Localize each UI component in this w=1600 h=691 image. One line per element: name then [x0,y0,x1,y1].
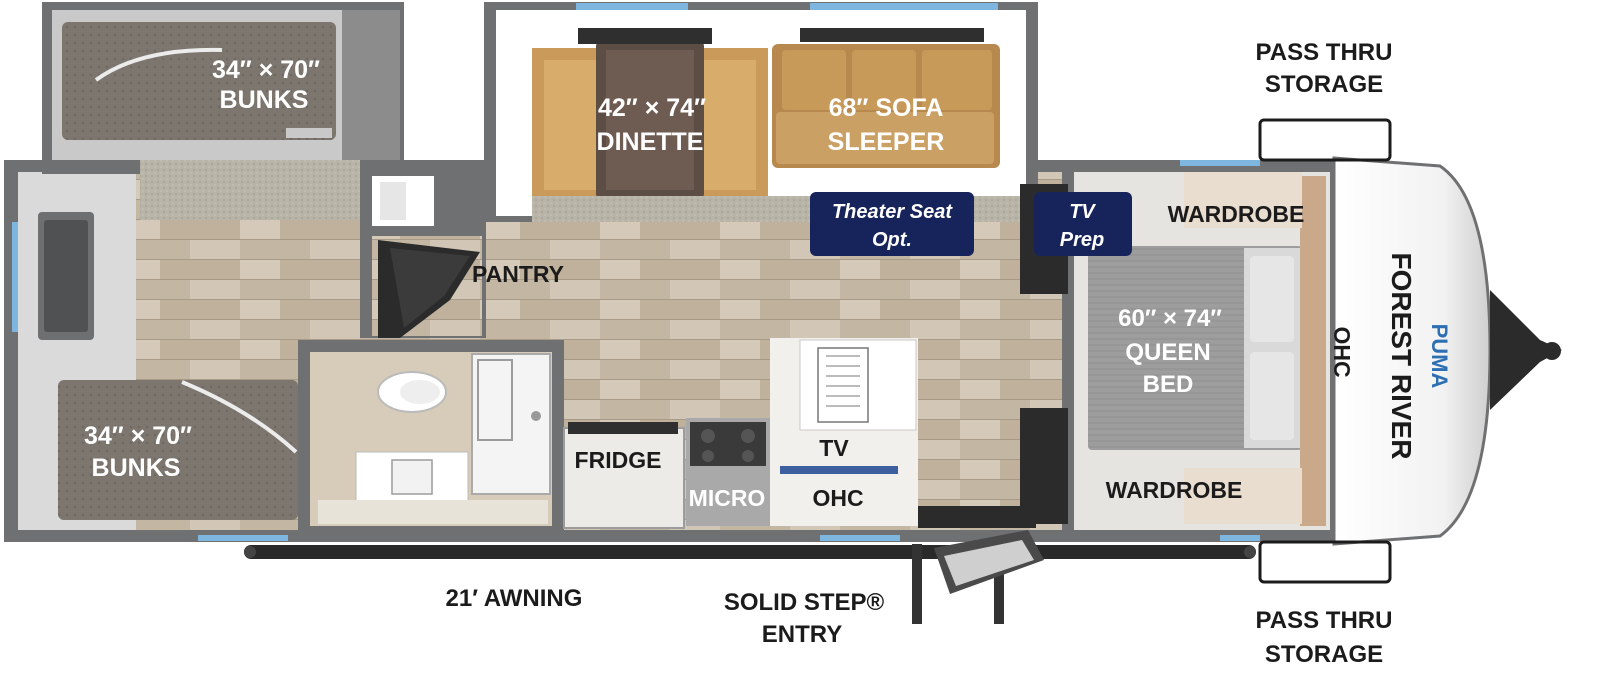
wardrobe-top-label: WARDROBE [1168,201,1305,227]
entry-label: ENTRY [762,621,842,648]
pass-thru-bottom-label-1: PASS THRU [1256,607,1393,634]
front-cap [1332,156,1562,546]
brand-manufacturer-label: FOREST RIVER [1386,253,1417,460]
tv-prep-tv-label: TV [1069,201,1096,223]
sofa-label: SLEEPER [828,128,945,156]
top-bunks-size-label: 34″ × 70″ [212,56,320,84]
living-slideout [484,2,1038,222]
dinette-label: DINETTE [597,128,704,156]
pass-thru-top-label-2: STORAGE [1265,71,1383,98]
bed-size-label: 60″ × 74″ [1118,305,1222,332]
bedroom-ohc-label: OHC [1329,326,1355,377]
micro-label: MICRO [689,485,766,511]
pass-thru-bottom-label-2: STORAGE [1265,641,1383,668]
pantry [360,168,486,338]
pass-thru-top-label-1: PASS THRU [1256,39,1393,66]
bottom-bunks-label: BUNKS [92,454,181,482]
bottom-bunks-size-label: 34″ × 70″ [84,422,192,450]
tv-label: TV [819,435,849,461]
awning [244,545,1256,559]
tv-prep-badge: TV Prep [1034,192,1132,256]
theater-seat-label: Theater Seat [832,201,953,223]
kitchen [563,338,1036,529]
top-bunk-slideout [42,2,404,220]
bed-queen-label: QUEEN [1125,339,1210,366]
kitchen-ohc-label: OHC [812,485,863,511]
theater-opt-label: Opt. [872,229,912,251]
fridge-label: FRIDGE [575,447,662,473]
brand-model-label: PUMA [1427,324,1452,389]
bed-label: BED [1143,371,1194,398]
awning-label: 21′ AWNING [446,585,583,612]
top-bunks-label: BUNKS [220,86,309,114]
tv-prep-label: Prep [1060,229,1104,251]
pass-thru-storage-top-outline [1258,118,1392,162]
theater-seat-badge: Theater Seat Opt. [810,192,974,256]
sofa-size-label: 68″ SOFA [829,94,944,122]
pass-thru-storage-bottom-outline [1258,540,1392,584]
windows [12,160,1260,541]
bathroom [298,340,564,530]
bottom-bunk [58,380,298,520]
dinette-size-label: 42″ × 74″ [598,94,706,122]
solid-step-label: SOLID STEP® [724,589,885,616]
wardrobe-bottom-label: WARDROBE [1106,477,1243,503]
entry-step [912,530,1044,624]
pantry-label: PANTRY [472,261,564,287]
